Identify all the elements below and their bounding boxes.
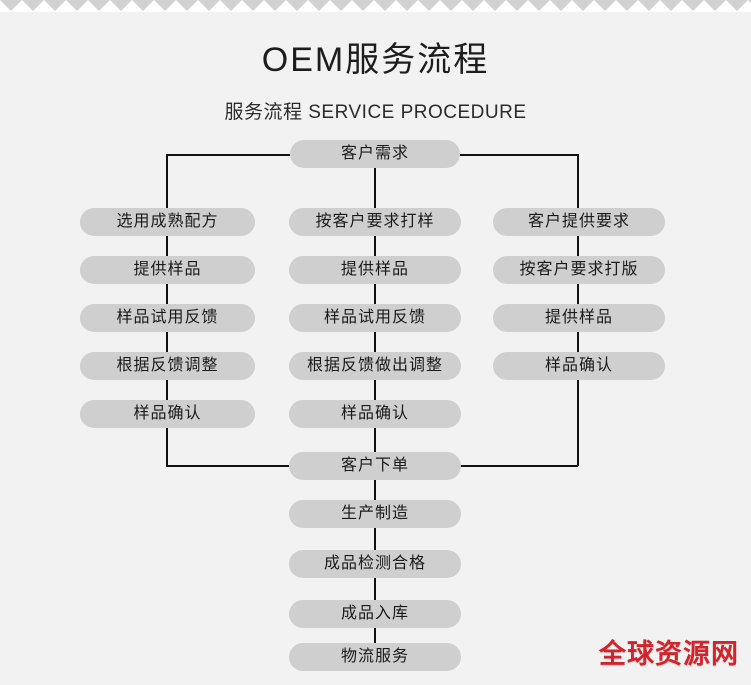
connector-right-2-3 — [577, 284, 579, 304]
triangle-decor-icon — [660, 0, 682, 11]
decorative-triangle-strip — [0, 0, 751, 12]
connector-left-1-2 — [166, 236, 168, 256]
triangle-decor-icon — [352, 0, 374, 11]
connector-left-4-5 — [166, 380, 168, 400]
page-subtitle: 服务流程 SERVICE PROCEDURE — [224, 102, 527, 123]
triangle-decor-icon — [88, 0, 110, 11]
connector-left-to-merge-down — [166, 428, 168, 466]
triangle-decor-icon — [726, 0, 748, 11]
triangle-decor-icon — [550, 0, 572, 11]
triangle-decor-icon — [528, 0, 550, 11]
triangle-decor-icon — [572, 0, 594, 11]
triangle-decor-icon — [330, 0, 352, 11]
node-right-step-3[interactable]: 提供样品 — [493, 304, 665, 332]
triangle-decor-icon — [638, 0, 660, 11]
connector-t3-t4 — [374, 628, 376, 650]
node-center-step-5[interactable]: 样品确认 — [289, 400, 461, 428]
triangle-decor-icon — [506, 0, 528, 11]
triangle-decor-icon — [110, 0, 132, 11]
triangle-decor-icon — [594, 0, 616, 11]
node-center-step-1[interactable]: 按客户要求打样 — [289, 208, 461, 236]
connector-right-branch-down — [577, 154, 579, 210]
triangle-decor-icon — [418, 0, 440, 11]
triangle-decor-icon — [66, 0, 88, 11]
node-right-step-4[interactable]: 样品确认 — [493, 352, 665, 380]
node-customer-order[interactable]: 客户下单 — [289, 452, 461, 480]
page-title: OEM服务流程 — [261, 41, 490, 79]
node-tail-step-1[interactable]: 生产制造 — [289, 500, 461, 528]
triangle-decor-icon — [242, 0, 264, 11]
connector-t1-t2 — [374, 528, 376, 550]
connector-left-to-merge — [166, 465, 290, 467]
triangle-decor-icon — [154, 0, 176, 11]
node-customer-requirement[interactable]: 客户需求 — [290, 140, 460, 168]
triangle-decor-icon — [308, 0, 330, 11]
connector-center-to-merge — [374, 428, 376, 452]
triangle-decor-icon — [440, 0, 462, 11]
node-left-step-1[interactable]: 选用成熟配方 — [80, 208, 255, 236]
connector-center-1-2 — [374, 236, 376, 256]
triangle-decor-icon — [396, 0, 418, 11]
node-left-step-2[interactable]: 提供样品 — [80, 256, 255, 284]
triangle-decor-icon — [484, 0, 506, 11]
node-tail-step-2[interactable]: 成品检测合格 — [289, 550, 461, 578]
connector-center-4-5 — [374, 380, 376, 400]
triangle-decor-icon — [616, 0, 638, 11]
triangle-decor-icon — [198, 0, 220, 11]
connector-center-2-3 — [374, 284, 376, 304]
triangle-decor-icon — [44, 0, 66, 11]
connector-t2-t3 — [374, 578, 376, 600]
connector-merge-t1 — [374, 480, 376, 500]
connector-left-branch-down — [166, 154, 168, 210]
connector-right-1-2 — [577, 236, 579, 256]
connector-start-left — [166, 154, 290, 156]
triangle-decor-icon — [22, 0, 44, 11]
triangle-decor-icon — [682, 0, 704, 11]
connector-right-3-4 — [577, 332, 579, 352]
connector-left-3-4 — [166, 332, 168, 352]
connector-right-to-merge — [458, 465, 578, 467]
node-right-step-2[interactable]: 按客户要求打版 — [493, 256, 665, 284]
triangle-decor-icon — [132, 0, 154, 11]
triangle-decor-icon — [176, 0, 198, 11]
triangle-decor-icon — [220, 0, 242, 11]
node-center-step-4[interactable]: 根据反馈做出调整 — [289, 352, 461, 380]
node-tail-step-4[interactable]: 物流服务 — [289, 643, 461, 671]
node-right-step-1[interactable]: 客户提供要求 — [493, 208, 665, 236]
triangle-decor-icon — [264, 0, 286, 11]
triangle-decor-icon — [286, 0, 308, 11]
triangle-decor-icon — [748, 0, 751, 11]
node-left-step-3[interactable]: 样品试用反馈 — [80, 304, 255, 332]
triangle-decor-icon — [704, 0, 726, 11]
triangle-decor-icon — [374, 0, 396, 11]
connector-start-right — [460, 154, 578, 156]
connector-start-center-down — [374, 168, 376, 210]
node-left-step-4[interactable]: 根据反馈调整 — [80, 352, 255, 380]
triangle-decor-icon — [0, 0, 22, 11]
triangle-decor-icon — [462, 0, 484, 11]
node-center-step-3[interactable]: 样品试用反馈 — [289, 304, 461, 332]
node-tail-step-3[interactable]: 成品入库 — [289, 600, 461, 628]
site-watermark: 全球资源网 — [599, 639, 739, 669]
connector-right-to-merge-down — [577, 380, 579, 466]
connector-center-3-4 — [374, 332, 376, 352]
node-center-step-2[interactable]: 提供样品 — [289, 256, 461, 284]
node-left-step-5[interactable]: 样品确认 — [80, 400, 255, 428]
connector-left-2-3 — [166, 284, 168, 304]
